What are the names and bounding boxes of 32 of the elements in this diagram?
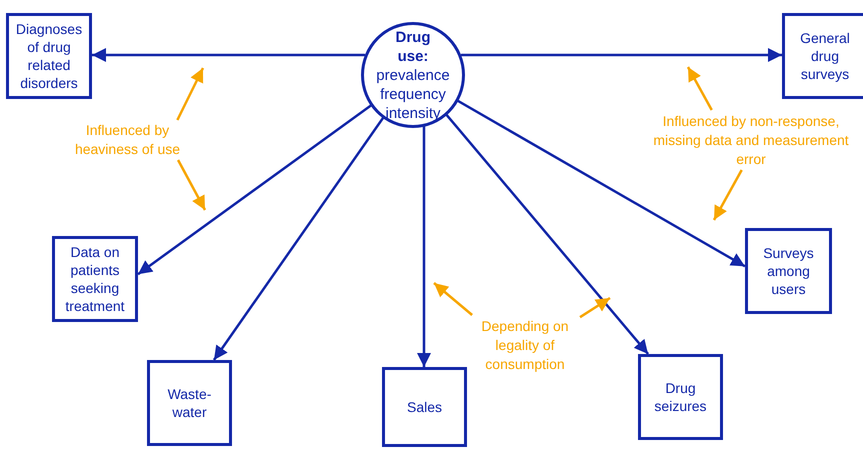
annotation-text: Influenced by heaviness of use <box>60 120 195 160</box>
arrow <box>579 296 611 318</box>
annotation-text: Influenced by non-response, missing data and measurement error <box>640 110 862 170</box>
arrow <box>446 114 650 355</box>
arrow <box>92 48 365 62</box>
box-label: Drug seizures <box>653 379 708 415</box>
circle-text: prevalence frequency intensity <box>375 66 451 122</box>
arrow <box>417 126 431 367</box>
box-label: Waste-water <box>166 385 212 421</box>
arrow <box>176 159 206 211</box>
box-label: General drug surveys <box>799 29 851 83</box>
annotation-text: Depending on legality of consumption <box>470 315 580 375</box>
arrow <box>457 100 746 268</box>
source-box <box>782 13 863 99</box>
source-box <box>6 13 92 99</box>
arrow <box>137 104 372 276</box>
circle-heading: Drug use: <box>394 28 432 66</box>
box-label: Sales <box>406 398 442 416</box>
arrow <box>461 48 782 62</box>
source-box <box>382 367 467 447</box>
arrow <box>212 116 384 361</box>
arrow <box>433 282 473 316</box>
source-box <box>147 360 232 446</box>
arrow <box>712 169 743 221</box>
source-box <box>52 236 138 322</box>
box-label: Data on patients seeking treatment <box>64 243 126 315</box>
box-label: Surveys among users <box>762 244 815 298</box>
source-box <box>638 354 723 440</box>
box-label: Diagnoses of drug related disorders <box>16 20 82 92</box>
source-box <box>745 228 832 314</box>
arrow <box>686 66 713 111</box>
arrow <box>176 67 204 121</box>
